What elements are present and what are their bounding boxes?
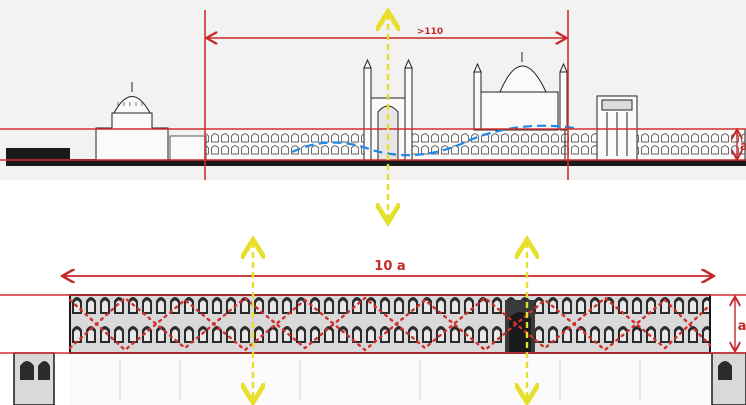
lower-wall [70,353,710,405]
top-height-label: a [740,139,746,153]
domed-mosque-left [95,82,169,161]
left-pavilion-arches [20,361,50,380]
shah-mosque-dome [473,52,568,131]
red-zigzag-diagonals-a [68,296,712,350]
arcade-row [69,294,711,354]
left-building-block [6,148,70,160]
red-zigzag-diagonals-b [68,298,712,352]
blue-proportion-curve [291,124,575,157]
arcade-right-wing [564,128,746,161]
arcade-left-wing [169,135,207,161]
ali-qapu-palace [596,95,638,161]
top-elevation-panel: >110 a [0,0,746,220]
bottom-height-label: a [738,319,746,334]
width-measure-label: >110 [417,27,443,37]
span-label: 10 a [374,259,405,274]
lower-wall-lines [119,360,641,400]
bottom-arcade-panel: 10 a a [0,242,746,405]
right-pavilion-arches [718,361,732,380]
